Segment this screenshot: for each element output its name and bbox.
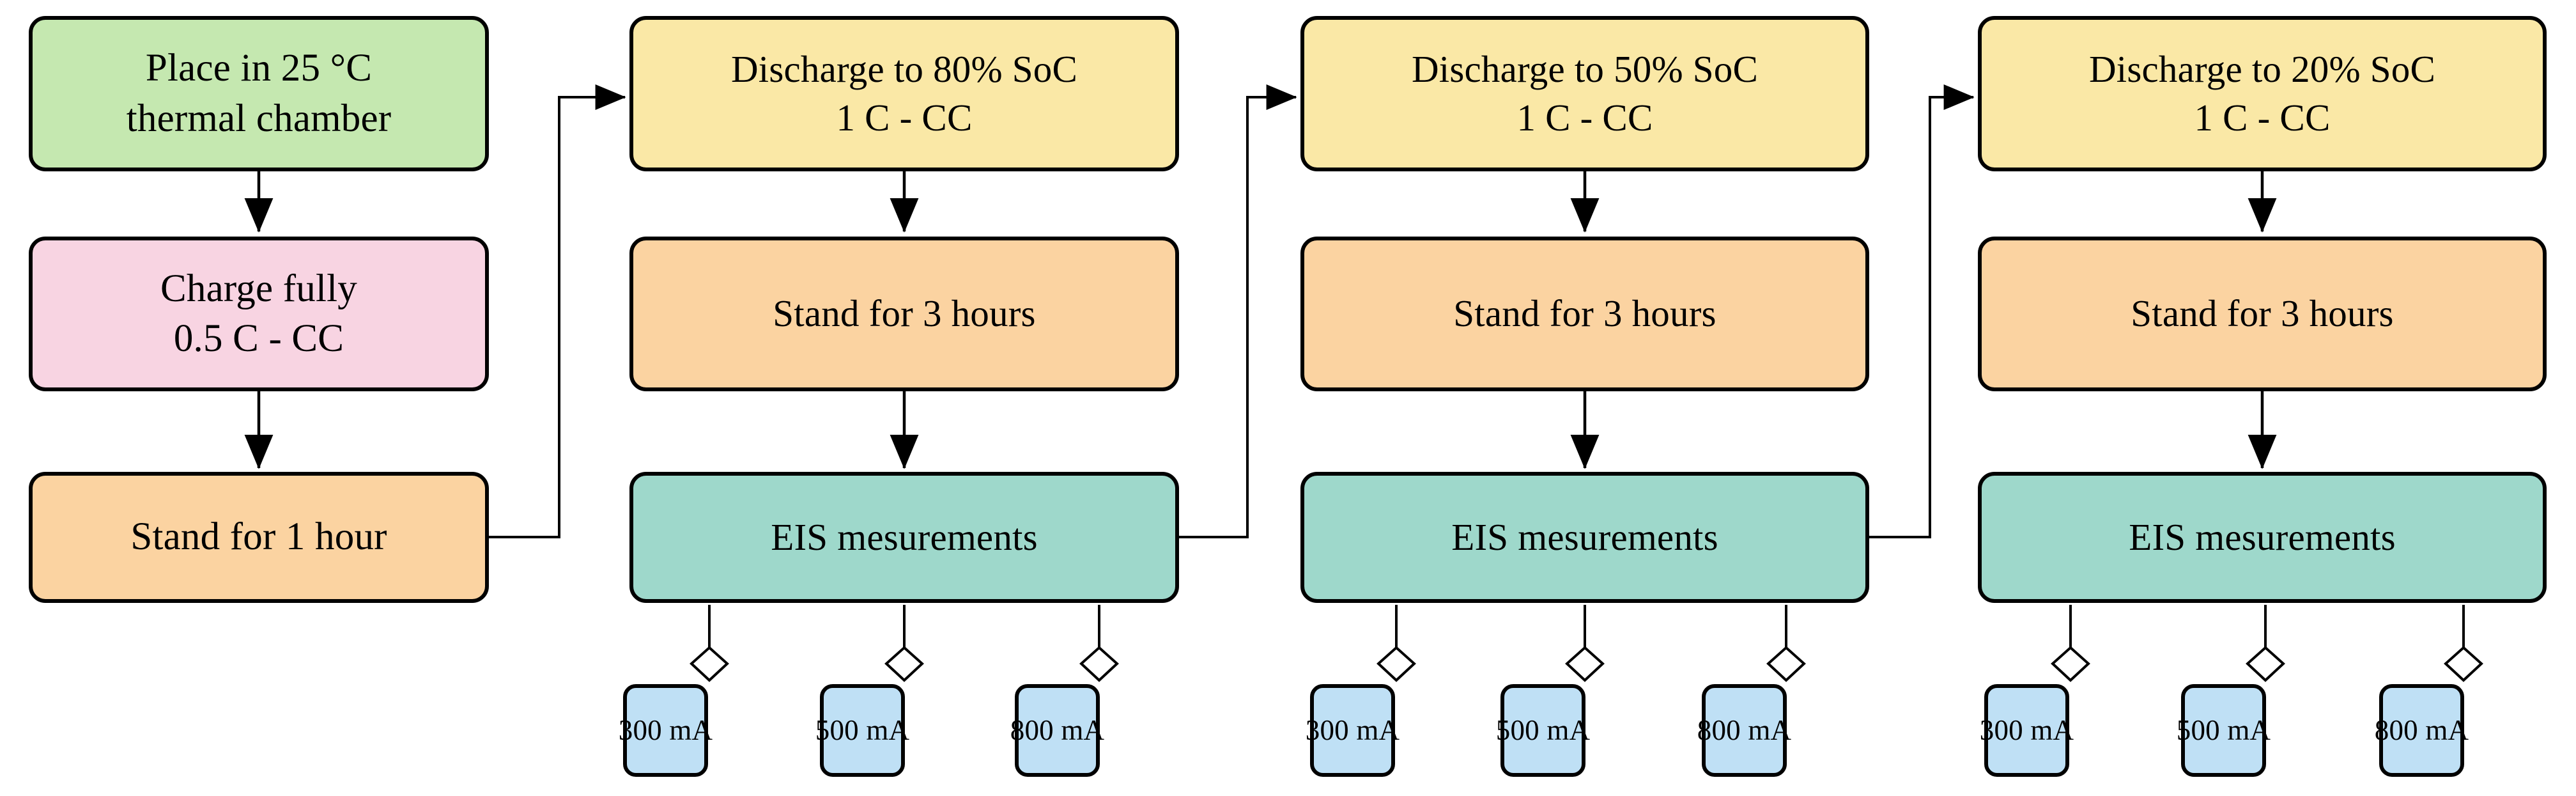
node-current-50-300[interactable]: 300 mA	[1306, 684, 1400, 777]
node-current-80-500-label: 500 mA	[815, 714, 910, 746]
node-current-50-500[interactable]: 500 mA	[1496, 684, 1590, 777]
node-discharge-80-line-1: Discharge to 80% SoC	[730, 47, 1078, 90]
node-current-20-500[interactable]: 500 mA	[2177, 684, 2271, 777]
node-stand-3-hours-50[interactable]: Stand for 3 hours	[1300, 237, 1869, 391]
node-discharge-80[interactable]: Discharge to 80% SoC 1 C - CC	[629, 16, 1179, 171]
node-place-chamber-line-1: Place in 25 °C	[145, 47, 373, 90]
diamond-eis20-300	[2051, 646, 2090, 682]
node-current-50-500-label: 500 mA	[1495, 714, 1591, 746]
node-discharge-50-line-1: Discharge to 50% SoC	[1411, 47, 1759, 90]
node-current-80-500[interactable]: 500 mA	[815, 684, 909, 777]
node-current-20-800[interactable]: 800 mA	[2375, 684, 2469, 777]
node-stand-3-hours-80[interactable]: Stand for 3 hours	[629, 237, 1179, 391]
connector-eis80-to-discharge50	[1179, 84, 1297, 538]
diamond-eis50-500	[1565, 646, 1605, 682]
diamond-eis20-800	[2444, 646, 2483, 682]
node-current-20-300-label: 300 mA	[1979, 714, 2074, 746]
connector-stand1h-to-discharge80	[489, 84, 626, 538]
diamond-eis80-800	[1079, 646, 1119, 682]
connector-eis50-to-discharge20	[1869, 84, 1975, 538]
node-place-chamber-line-2: thermal chamber	[126, 97, 392, 140]
node-stand-3-hours-50-line-1: Stand for 3 hours	[1453, 292, 1716, 335]
diamond-eis80-300	[690, 646, 729, 682]
node-eis-50[interactable]: EIS mesurements	[1300, 472, 1869, 603]
diamond-eis20-500	[2246, 646, 2285, 682]
node-current-80-800[interactable]: 800 mA	[1010, 684, 1104, 777]
node-eis-80-line-1: EIS mesurements	[771, 515, 1038, 558]
node-current-50-800-label: 800 mA	[1697, 714, 1792, 746]
node-discharge-20[interactable]: Discharge to 20% SoC 1 C - CC	[1978, 16, 2547, 171]
node-current-20-500-label: 500 mA	[2176, 714, 2271, 746]
node-stand-1-hour[interactable]: Stand for 1 hour	[29, 472, 489, 603]
node-place-chamber[interactable]: Place in 25 °C thermal chamber	[29, 16, 489, 171]
node-current-80-300[interactable]: 300 mA	[619, 684, 713, 777]
node-discharge-50[interactable]: Discharge to 50% SoC 1 C - CC	[1300, 16, 1869, 171]
node-stand-3-hours-80-line-1: Stand for 3 hours	[773, 292, 1036, 335]
node-stand-3-hours-20-line-1: Stand for 3 hours	[2131, 292, 2394, 335]
node-current-20-300[interactable]: 300 mA	[1980, 684, 2074, 777]
node-eis-80[interactable]: EIS mesurements	[629, 472, 1179, 603]
node-charge-fully-line-2: 0.5 C - CC	[173, 317, 344, 360]
diamond-eis50-800	[1766, 646, 1806, 682]
node-stand-1-hour-line-1: Stand for 1 hour	[130, 515, 387, 559]
node-eis-20[interactable]: EIS mesurements	[1978, 472, 2547, 603]
node-discharge-80-line-2: 1 C - CC	[836, 96, 973, 139]
node-current-80-800-label: 800 mA	[1010, 714, 1105, 746]
node-charge-fully-line-1: Charge fully	[160, 267, 357, 310]
node-discharge-20-line-1: Discharge to 20% SoC	[2088, 47, 2436, 90]
node-current-20-800-label: 800 mA	[2374, 714, 2469, 746]
diamond-eis80-500	[884, 646, 924, 682]
node-stand-3-hours-20[interactable]: Stand for 3 hours	[1978, 237, 2547, 391]
node-current-50-300-label: 300 mA	[1305, 714, 1400, 746]
diamond-eis50-300	[1377, 646, 1416, 682]
node-charge-fully[interactable]: Charge fully 0.5 C - CC	[29, 237, 489, 391]
node-eis-20-line-1: EIS mesurements	[2129, 515, 2396, 558]
node-discharge-20-line-2: 1 C - CC	[2194, 96, 2331, 139]
node-discharge-50-line-2: 1 C - CC	[1516, 96, 1653, 139]
node-eis-50-line-1: EIS mesurements	[1451, 515, 1718, 558]
node-current-50-800[interactable]: 800 mA	[1697, 684, 1791, 777]
node-current-80-300-label: 300 mA	[618, 714, 713, 746]
